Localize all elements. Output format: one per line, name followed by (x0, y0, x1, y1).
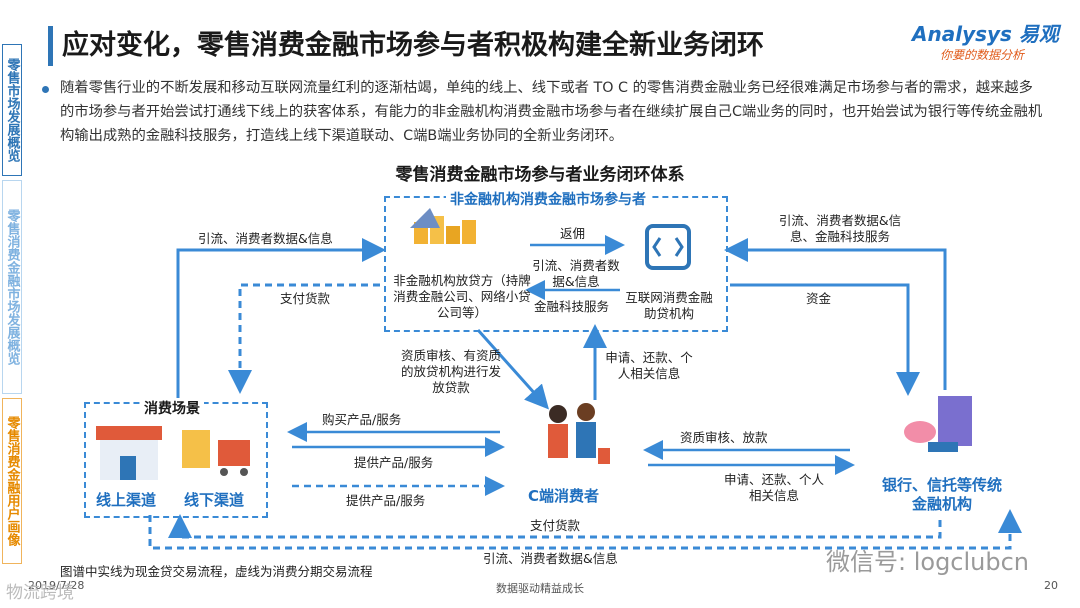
arrow-left-top (178, 250, 380, 400)
consumer-label: C端消费者 (528, 488, 599, 504)
nonfin-box-title: 非金融机构消费金融市场参与者 (446, 189, 650, 209)
wechat-watermark: 微信号: logclubcn (826, 542, 1029, 577)
online-channel-label: 线上渠道 (96, 492, 156, 508)
legend-note: 图谱中实线为现金贷交易流程，虚线为消费分期交易流程 (60, 561, 373, 580)
corner-watermark: 物流跨境 (6, 578, 74, 603)
edge-provide2-label: 提供产品/服务 (346, 493, 425, 509)
consumer-people-icon (548, 403, 610, 464)
edge-fintech-label: 金融科技服务 (534, 299, 609, 315)
edge-rebate-label: 返佣 (560, 226, 585, 242)
edge-bottom-info-label: 引流、消费者数据&信息 (480, 551, 621, 567)
edge-right-fund-label: 资金 (806, 291, 831, 307)
edge-provide1-label: 提供产品/服务 (354, 455, 433, 471)
edge-apply-bank-label: 申请、还款、个人相关信息 (724, 472, 824, 504)
arrow-right-top (730, 250, 945, 390)
scene-title: 消费场景 (140, 398, 204, 418)
edge-buy-label: 购买产品/服务 (322, 412, 401, 428)
bank-label: 银行、信托等传统金融机构 (880, 476, 1004, 514)
edge-left-top-label: 引流、消费者数据&信息 (198, 231, 333, 247)
edge-left-pay-label: 支付货款 (280, 291, 330, 307)
edge-bottom-pay-label: 支付货款 (530, 518, 580, 534)
edge-mid-left-label: 引流、消费者数据&信息 (530, 258, 622, 290)
edge-review-bank-label: 资质审核、放款 (680, 430, 768, 446)
page-number: 20 (1044, 579, 1058, 592)
edge-review-nonfin-label: 资质审核、有资质的放贷机构进行发放贷款 (398, 348, 504, 396)
offline-channel-label: 线下渠道 (184, 492, 244, 508)
footer-slogan: 数据驱动精益成长 (0, 580, 1080, 596)
nonfin-lender-label: 非金融机构放贷方（持牌消费金融公司、网络小贷公司等） (388, 273, 536, 321)
edge-apply-nonfin-label: 申请、还款、个人相关信息 (604, 350, 694, 382)
bank-building-icon (904, 396, 972, 452)
edge-right-top-label: 引流、消费者数据&信息、金融科技服务 (770, 213, 910, 245)
internet-platform-label: 互联网消费金融助贷机构 (620, 290, 718, 322)
